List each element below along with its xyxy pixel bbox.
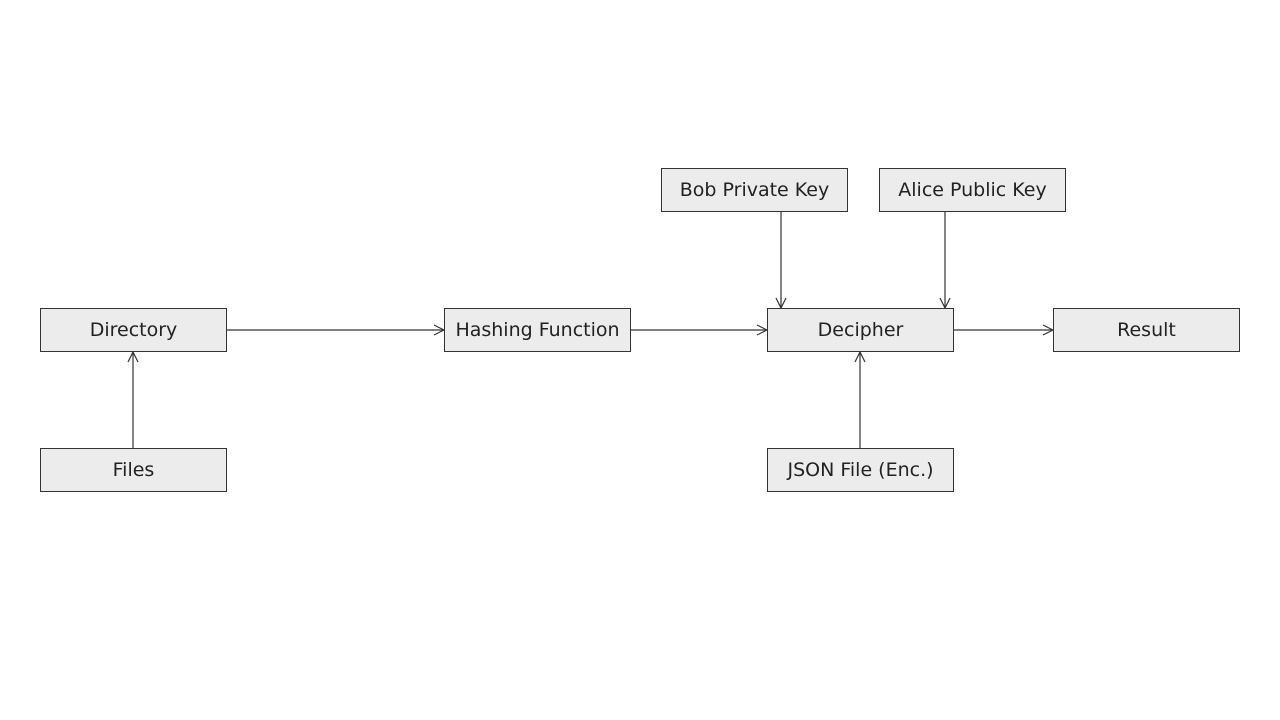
node-directory: Directory xyxy=(40,308,227,352)
node-decipher: Decipher xyxy=(767,308,954,352)
node-hashing-function: Hashing Function xyxy=(444,308,631,352)
node-bob-private-key: Bob Private Key xyxy=(661,168,848,212)
node-json-file: JSON File (Enc.) xyxy=(767,448,954,492)
node-result: Result xyxy=(1053,308,1240,352)
node-alice-public-key: Alice Public Key xyxy=(879,168,1066,212)
node-files: Files xyxy=(40,448,227,492)
